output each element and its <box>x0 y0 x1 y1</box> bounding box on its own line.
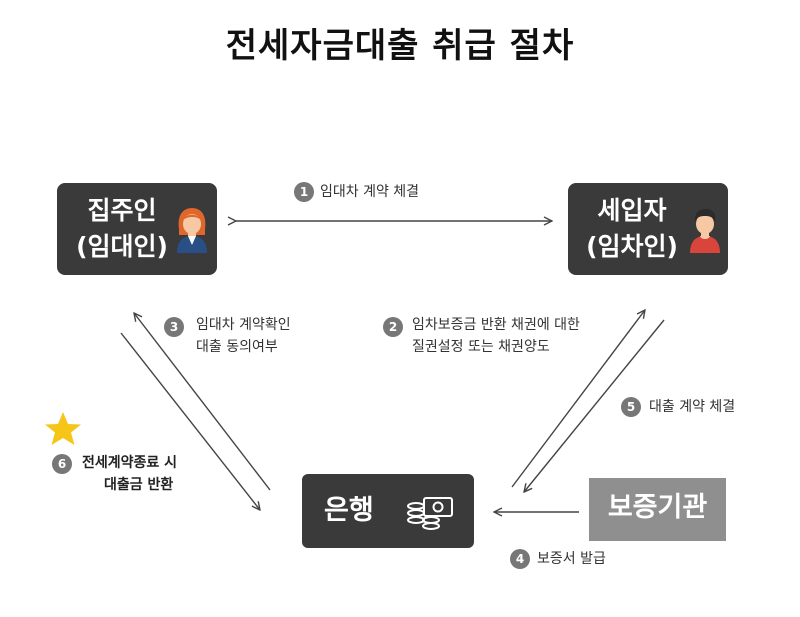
step-1-label: 임대차 계약 체결 <box>320 184 420 200</box>
guarantor-node: 보증기관 <box>589 478 726 541</box>
step-5-label: 대출 계약 체결 <box>649 399 736 415</box>
man-avatar-icon <box>690 209 720 253</box>
woman-avatar-icon <box>177 208 207 253</box>
arrow-tenant-to-bank <box>524 319 665 492</box>
page-title: 전세자금대출 취급 절차 <box>225 26 575 66</box>
money-coins-icon <box>407 497 453 530</box>
bank-label: 은행 <box>324 495 374 526</box>
step-4-label: 보증서 발급 <box>537 551 606 567</box>
step-4-badge: 4 <box>510 549 530 569</box>
step-6-label-line2: 대출금 반환 <box>104 477 174 493</box>
landlord-subtitle: (임대인) <box>76 232 168 261</box>
arrow-bank-to-tenant <box>511 310 645 488</box>
step-3-badge: 3 <box>164 317 184 337</box>
tenant-subtitle: (임차인) <box>586 232 678 261</box>
bank-node: 은행 <box>302 474 474 548</box>
tenant-node: 세입자 (임차인) <box>568 183 728 275</box>
step-6-label-line1: 전세계약종료 시 <box>82 455 178 471</box>
guarantor-label: 보증기관 <box>607 492 708 523</box>
step-2-badge: 2 <box>383 317 403 337</box>
arrow-landlord-to-bank <box>120 332 260 510</box>
step-2-label-line2: 질권설정 또는 채권양도 <box>412 339 550 355</box>
landlord-node: 집주인 (임대인) <box>57 183 217 275</box>
step-2-label-line1: 임차보증금 반환 채권에 대한 <box>412 317 580 333</box>
star-icon <box>45 412 81 445</box>
step-3-label-line1: 임대차 계약확인 <box>196 317 291 333</box>
step-5-badge: 5 <box>621 397 641 417</box>
arrow-bank-to-landlord <box>134 313 271 491</box>
tenant-title: 세입자 <box>597 196 667 225</box>
step-6-badge: 6 <box>52 454 72 474</box>
step-3-label-line2: 대출 동의여부 <box>196 339 278 355</box>
landlord-title: 집주인 <box>87 196 157 225</box>
step-1-badge: 1 <box>294 182 314 202</box>
